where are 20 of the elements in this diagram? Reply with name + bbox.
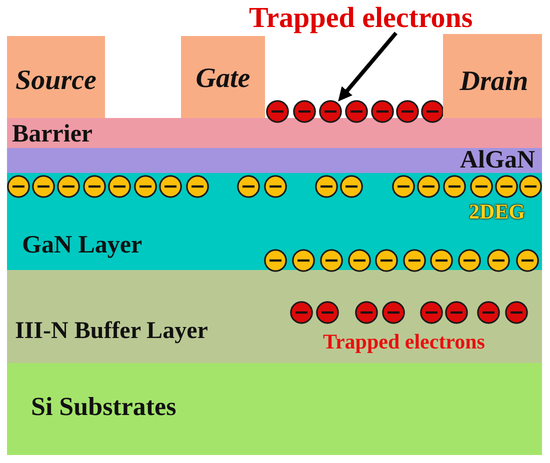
annotation-label: Trapped electrons	[323, 332, 485, 352]
layer-label: Si Substrates	[31, 394, 176, 420]
layer-label: GaN Layer	[22, 232, 142, 258]
layer-label: III-N Buffer Layer	[15, 319, 208, 343]
electron-icon	[318, 100, 342, 122]
layer-band	[7, 270, 542, 363]
electrode-label: Drain	[460, 68, 528, 96]
annotation-label: 2DEG	[469, 202, 525, 222]
electrode-label: Source	[16, 67, 96, 95]
electrode-box	[7, 36, 105, 118]
layer-band	[7, 363, 542, 455]
callout-label: Trapped electrons	[249, 4, 473, 33]
electrode-box	[443, 34, 542, 118]
electrode-box	[181, 36, 265, 118]
layer-band	[7, 148, 542, 173]
arrow	[338, 32, 398, 102]
layer-label: Barrier	[12, 122, 93, 146]
layer-band	[7, 118, 542, 148]
electrode-label: Gate	[196, 65, 250, 93]
layer-label: AlGaN	[460, 148, 535, 172]
